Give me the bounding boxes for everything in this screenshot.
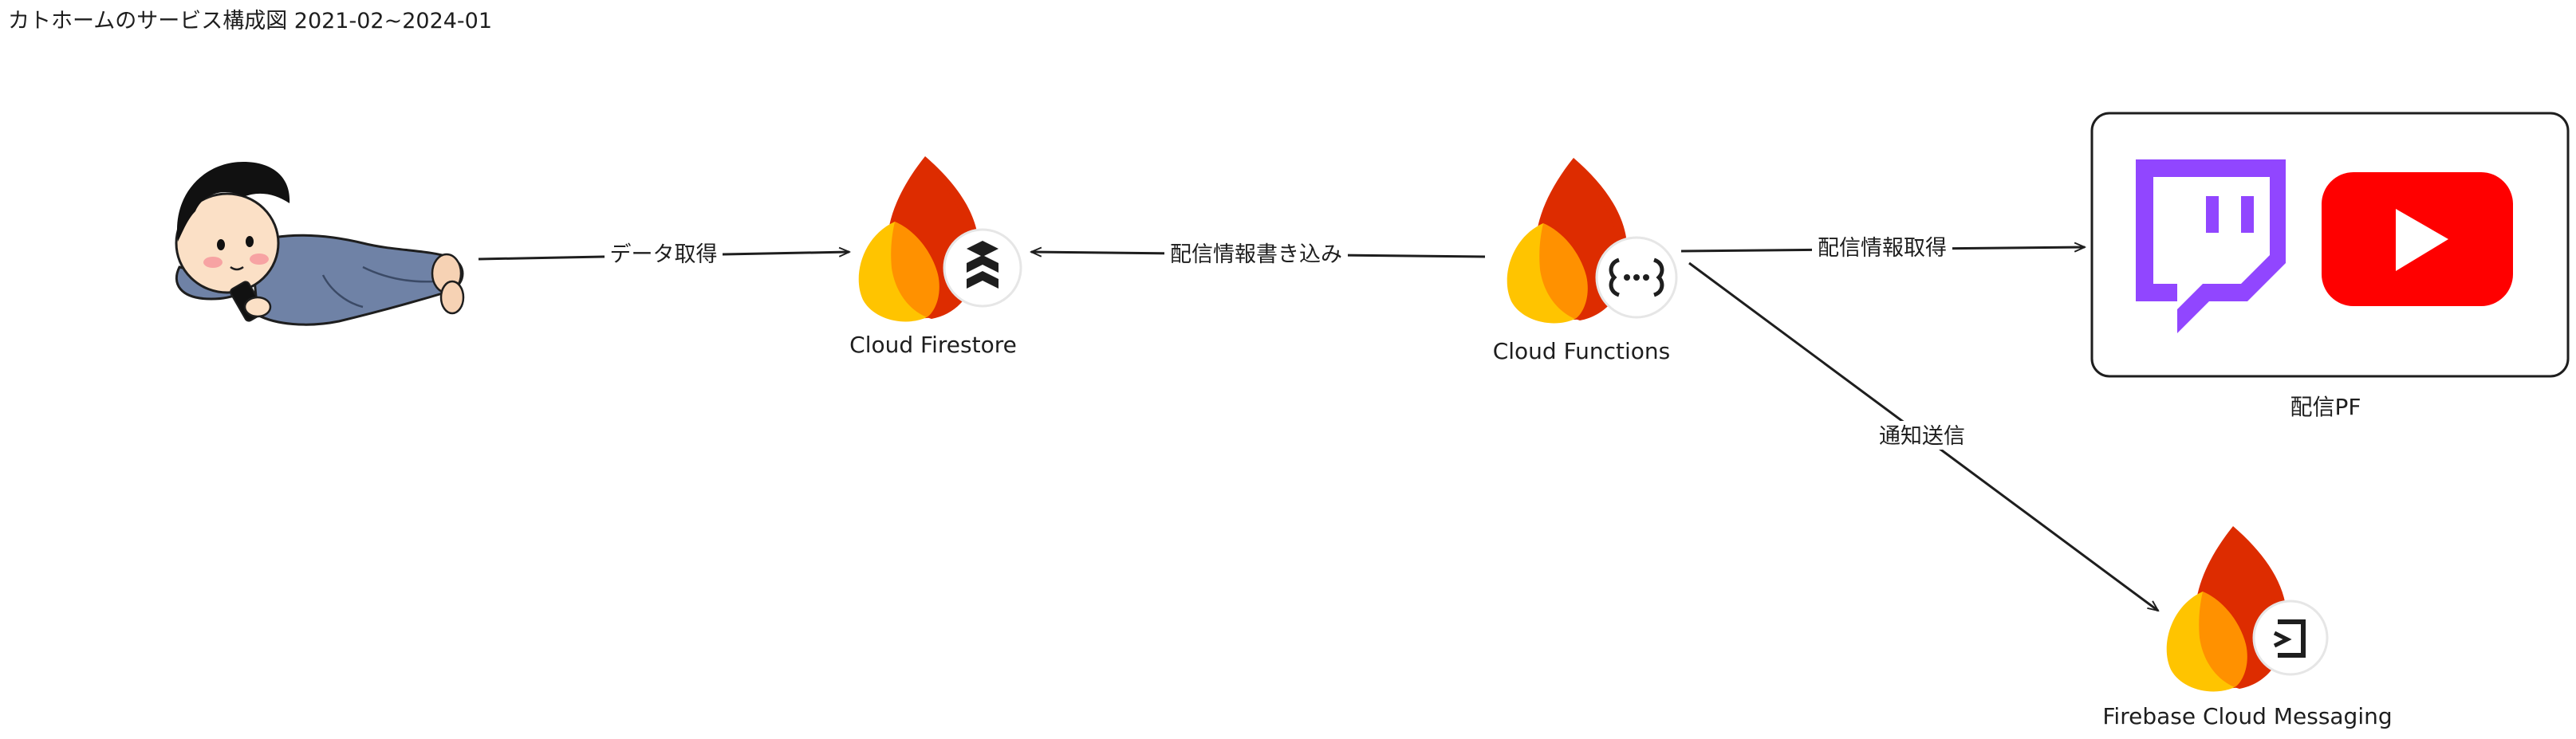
- functions-label: Cloud Functions: [1493, 338, 1671, 364]
- firestore-node: Cloud Firestore: [849, 156, 1022, 358]
- user-illustration: [175, 162, 465, 326]
- edge-label-functions-platforms: 配信情報取得: [1818, 236, 1947, 261]
- firestore-label: Cloud Firestore: [849, 332, 1017, 358]
- platforms-group: 配信PF: [2090, 112, 2570, 420]
- edge-label-user-firestore: データ取得: [610, 242, 718, 267]
- twitch-logo-icon: [2136, 159, 2286, 333]
- edge-functions-to-firestore: 配信情報書き込み: [1031, 239, 1486, 268]
- diagram-title: カトホームのサービス構成図 2021-02~2024-01: [8, 9, 492, 33]
- edge-label-functions-firestore: 配信情報書き込み: [1170, 242, 1342, 267]
- messaging-label: Firebase Cloud Messaging: [2102, 703, 2392, 729]
- edge-user-to-firestore: データ取得: [478, 239, 849, 268]
- firebase-cloud-messaging-icon: [2252, 599, 2329, 676]
- youtube-logo-icon: [2322, 172, 2513, 306]
- messaging-node: Firebase Cloud Messaging: [2102, 526, 2393, 729]
- edge-functions-to-messaging: 通知送信: [1688, 261, 2158, 611]
- cloud-functions-icon: [1595, 236, 1678, 319]
- edge-label-functions-messaging: 通知送信: [1879, 424, 1965, 449]
- functions-node: Cloud Functions: [1493, 158, 1678, 364]
- platforms-label: 配信PF: [2290, 394, 2361, 420]
- firestore-icon: [943, 228, 1022, 308]
- edge-functions-to-platforms: 配信情報取得: [1680, 233, 2085, 261]
